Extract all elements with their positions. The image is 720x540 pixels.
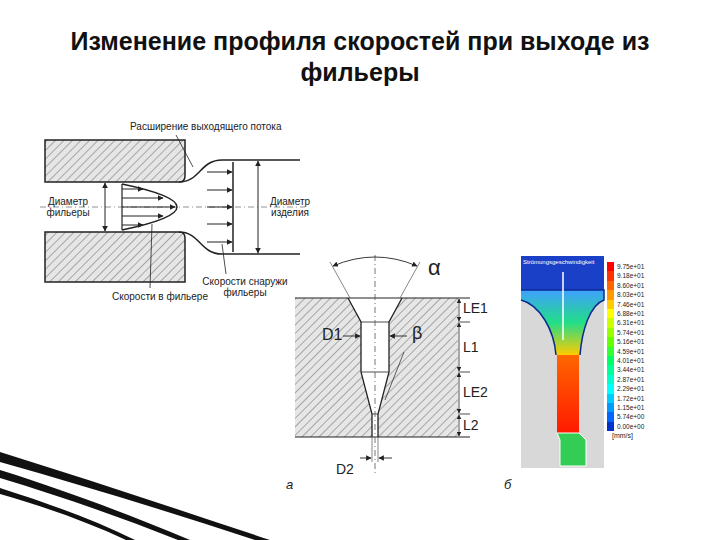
legend-heading: Strömungsgeschwindigkeit	[523, 259, 594, 266]
colorbar-value: 3.44e+01	[617, 366, 644, 373]
colorbar-swatch	[607, 412, 614, 422]
colorbar-value: 2.29e+01	[617, 385, 644, 392]
callout-text: Скорости в фильере	[112, 291, 208, 302]
angle-arc	[333, 257, 417, 266]
decor-swoosh	[0, 452, 270, 540]
flow-expansion-bottom	[179, 232, 300, 254]
colorbar-swatch	[607, 375, 614, 385]
colorbar-swatch	[607, 365, 614, 375]
colorbar-value: 5.16e+01	[617, 338, 644, 345]
colorbar-value: 4.59e+01	[617, 348, 644, 355]
colorbar-swatch	[607, 290, 614, 300]
diameter-arrow	[390, 336, 407, 337]
bottom-face	[295, 436, 470, 437]
dimension-label: L2	[463, 418, 479, 433]
leader-line	[150, 224, 152, 288]
colorbar-value: 6.31e+01	[617, 319, 644, 326]
colorbar-value: 8.60e+01	[617, 282, 644, 289]
sim-outlet	[557, 433, 586, 466]
colorbar-value: 9.75e+01	[617, 263, 644, 270]
length-dimensions	[459, 299, 460, 436]
die-velocity-arrows	[122, 189, 175, 225]
colorbar-swatch	[607, 318, 614, 328]
colorbar-swatch	[607, 347, 614, 357]
colorbar-value: 9.18e+01	[617, 272, 644, 279]
dimension-label: D2	[336, 462, 354, 477]
parabolic-profile	[122, 184, 177, 230]
leader-line	[385, 352, 404, 400]
colorbar-value: 1.72e+01	[617, 395, 644, 402]
sim-axis	[562, 272, 564, 340]
colorbar-swatch	[607, 403, 614, 413]
colorbar-value: 8.03e+01	[617, 291, 644, 298]
angle-label: α	[428, 256, 441, 280]
angle-label: β	[412, 324, 422, 344]
colorbar-value: 2.87e+01	[617, 376, 644, 383]
colorbar-value: 4.01e+01	[617, 357, 644, 364]
sim-channel	[557, 355, 579, 433]
colorbar-value: 7.46e+01	[617, 301, 644, 308]
die-upper-block	[45, 140, 185, 182]
flow-expansion-top	[179, 160, 300, 182]
figure-letter: б	[504, 478, 511, 492]
callout-text: Скорости снаружи фильеры	[200, 276, 290, 298]
die-lower-block	[45, 232, 185, 282]
colorbar-swatch	[607, 300, 614, 310]
diameter-arrow	[360, 458, 371, 459]
dimension-label: L1	[463, 340, 479, 355]
colorbar-swatch	[607, 262, 614, 272]
outside-velocity-arrows	[207, 172, 232, 242]
colorbar-swatch	[607, 337, 614, 347]
colorbar-value: 5.74e+01	[617, 329, 644, 336]
simulation-figure	[521, 256, 604, 468]
leader-line	[176, 135, 193, 167]
colorbar-swatch	[607, 309, 614, 319]
top-face	[295, 297, 470, 298]
colorbar-swatch	[607, 394, 614, 404]
diameter-arrow	[379, 458, 392, 459]
leader-line	[222, 244, 226, 274]
diameter-arrow	[343, 336, 360, 337]
colorbar-value: 0.00e+00	[617, 423, 644, 430]
dimension-label: LE2	[463, 385, 488, 400]
slide-title: Изменение профиля скоростей при выходе и…	[40, 26, 680, 89]
colorbar-swatch	[607, 356, 614, 366]
colorbar-swatch	[607, 422, 614, 432]
colorbar-value: 1.15e+01	[617, 404, 644, 411]
die-section-figure	[295, 255, 470, 475]
product-diameter-dimension	[258, 161, 259, 253]
dimension-label: LE1	[463, 301, 488, 316]
flat-profile	[232, 162, 234, 252]
callout-text: Расширение выходящего потока	[130, 121, 281, 132]
dimension-label: Диаметр изделия	[264, 196, 316, 218]
dimension-label: D1	[322, 326, 342, 344]
unit-label: [mm/s]	[612, 432, 633, 440]
dimension-label: Диаметр фильеры	[38, 196, 98, 218]
sim-background	[521, 256, 604, 468]
colorbar-swatch	[607, 328, 614, 338]
figure-letter: а	[286, 478, 293, 492]
colorbar-value: 5.74e+00	[617, 413, 644, 420]
die-diameter-dimension	[105, 183, 106, 231]
colorbar-swatch	[607, 281, 614, 291]
colorbar-swatch	[607, 384, 614, 394]
center-line	[375, 255, 376, 475]
colorbar-swatch	[607, 271, 614, 281]
colorbar-value: 6.88e+01	[617, 310, 644, 317]
